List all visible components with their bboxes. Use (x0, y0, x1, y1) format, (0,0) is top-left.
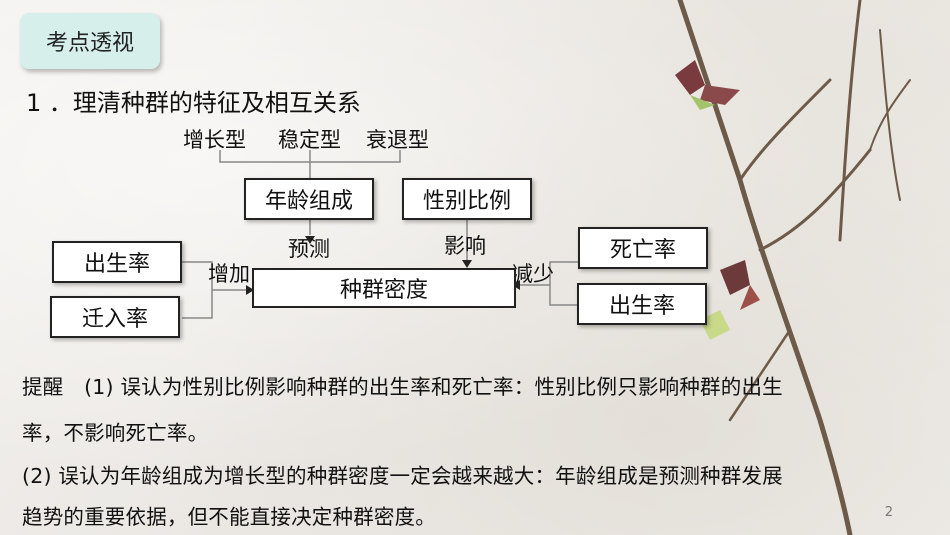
influence-label: 影响 (444, 234, 486, 258)
type-stable: 稳定型 (278, 128, 341, 152)
note-line-4: 趋势的重要依据，但不能直接决定种群密度。 (22, 505, 436, 529)
section-tag: 考点透视 (20, 13, 160, 69)
increase-label: 增加 (208, 262, 250, 286)
sex-ratio-box: 性别比例 (402, 178, 532, 220)
page-number: 2 (884, 505, 893, 520)
section-title: 1 ．理清种群的特征及相互关系 (26, 89, 361, 117)
type-decline: 衰退型 (366, 128, 429, 152)
immigration-rate-box: 迁入率 (50, 296, 180, 338)
type-growth: 增长型 (183, 128, 246, 152)
note-line-3: (2) 误认为年龄组成为增长型的种群密度一定会越来越大：年龄组成是预测种群发展 (22, 464, 783, 488)
age-structure-box: 年龄组成 (244, 178, 374, 220)
note-line-2: 率，不影响死亡率。 (22, 421, 209, 445)
birth-rate-box-right: 出生率 (577, 283, 707, 325)
birth-rate-box-left: 出生率 (52, 241, 182, 283)
note-line-1: 提醒 (1) 误认为性别比例影响种群的出生率和死亡率：性别比例只影响种群的出生 (22, 375, 783, 399)
predict-label: 预测 (288, 237, 330, 261)
death-rate-box: 死亡率 (578, 227, 708, 269)
decrease-label: 减少 (512, 262, 554, 286)
population-density-box: 种群密度 (252, 268, 516, 308)
